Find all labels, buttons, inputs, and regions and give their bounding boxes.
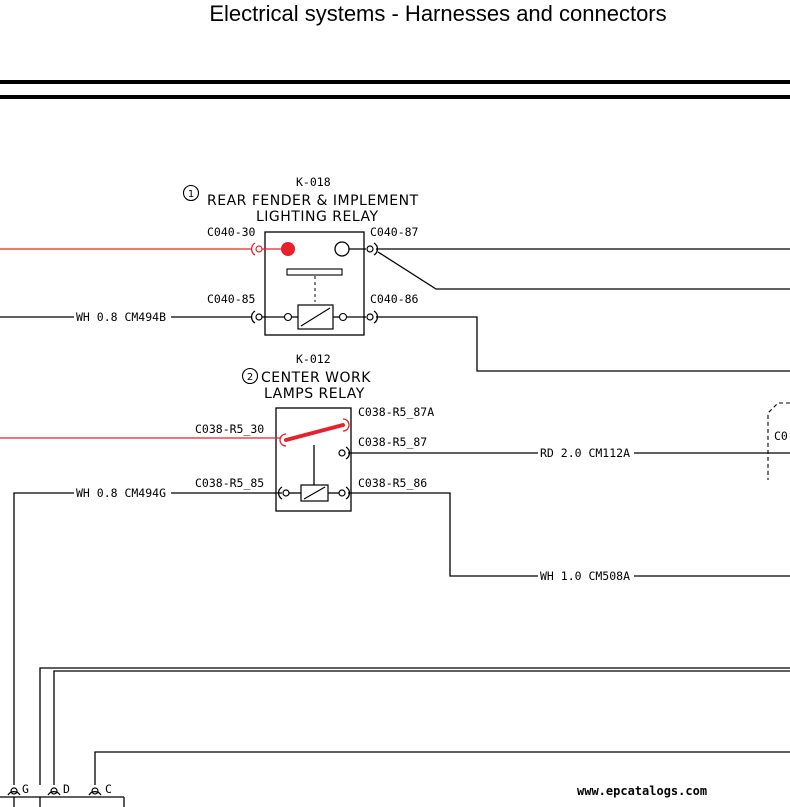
relay-k018-pin-85-label: C040-85 (207, 292, 255, 306)
wire-k012-87-label: RD 2.0 CM112A (540, 446, 630, 460)
relay-k018-contact-30 (281, 242, 295, 256)
relay-k012-blade-contact (342, 418, 350, 432)
connector-right: C0 (767, 402, 790, 480)
callout-1-circle (182, 184, 200, 202)
wire-k012-86-left (348, 492, 538, 577)
relay-k012-pin-85-terminal (282, 489, 290, 497)
wire-k012-85-label: WH 0.8 CM494G (76, 486, 166, 500)
relay-k012-pin-87a-label: C038-R5_87A (358, 405, 434, 419)
relay-k018-coil-term-right (338, 312, 348, 322)
relay-k018-pin-86-terminal (366, 313, 374, 321)
header-rule-bottom (0, 95, 790, 99)
relay-k018-id: K-018 (296, 175, 331, 189)
relay-k018-armature (286, 268, 343, 276)
relay-k012: K-012 2 CENTER WORK LAMPS RELAY C0 (0, 352, 790, 785)
relay-k012-pin-86-label: C038-R5_86 (358, 476, 427, 490)
relay-k018-pin-85-socket (251, 310, 256, 324)
relay-k018-coil-stroke (300, 307, 331, 327)
bottom-pin-d-label: D (63, 782, 70, 796)
relay-k012-blade-pivot (279, 433, 287, 447)
watermark[interactable]: www.epcatalogs.com (577, 784, 707, 798)
page-title: Electrical systems - Harnesses and conne… (209, 1, 667, 26)
bottom-pin-g-label: G (22, 782, 29, 796)
wire-k018-85-label: WH 0.8 CM494B (76, 310, 166, 324)
callout-2-circle (241, 367, 259, 385)
relay-k012-pin-85-label: C038-R5_85 (195, 476, 264, 490)
relay-k018-name-line2: LIGHTING RELAY (256, 209, 379, 225)
bottom-connector: G D C (0, 782, 125, 807)
bottom-pin-c-label: C (105, 782, 112, 796)
relay-k012-switch-blade (284, 423, 345, 442)
relay-k018-pin-87-label: C040-87 (370, 225, 419, 239)
relay-k018-coil-term-left (283, 312, 293, 322)
callout-1-number: 1 (188, 189, 194, 200)
relay-k018-pin-30-label: C040-30 (207, 225, 256, 239)
relay-k012-name-line2: LAMPS RELAY (264, 386, 365, 402)
relay-k018: K-018 1 REAR FENDER & IMPLEMENT LIGHTING… (0, 175, 790, 372)
wire-k012-86-label: WH 1.0 CM508A (540, 569, 630, 583)
wire-lower-2 (53, 670, 790, 785)
callout-2-number: 2 (247, 372, 253, 383)
wire-k018-87-branch (377, 251, 790, 290)
relay-k012-name-line1: CENTER WORK (261, 370, 371, 386)
relay-k012-contact-87 (338, 449, 346, 457)
relay-k012-pin-86-terminal (338, 489, 346, 497)
relay-k018-pin-30-terminal (255, 245, 263, 253)
relay-k018-pin-86-label: C040-86 (370, 292, 419, 306)
bottom-pin-g-socket (7, 791, 21, 796)
relay-k018-contact-87 (334, 241, 350, 257)
wire-lower-1 (39, 667, 790, 785)
wire-lower-3 (94, 751, 790, 785)
wire-k012-85-left (13, 492, 74, 785)
relay-k018-pin-30-socket (251, 242, 256, 256)
relay-k012-id: K-012 (296, 352, 331, 366)
bottom-pin-d-socket (47, 791, 61, 796)
header-rule-top (0, 80, 790, 84)
relay-k012-pin-30-label: C038-R5_30 (195, 422, 264, 436)
relay-k012-pin-87-label: C038-R5_87 (358, 435, 427, 449)
connector-right-outline (767, 402, 790, 480)
connector-right-label: C0 (774, 429, 788, 443)
relay-k018-pin-85-terminal (255, 313, 263, 321)
bottom-pin-c-socket (88, 791, 102, 796)
relay-k012-coil-stroke (303, 486, 326, 500)
wire-k018-86 (376, 316, 790, 372)
relay-k018-pin-87-terminal (366, 245, 374, 253)
relay-k018-name-line1: REAR FENDER & IMPLEMENT (207, 193, 419, 209)
